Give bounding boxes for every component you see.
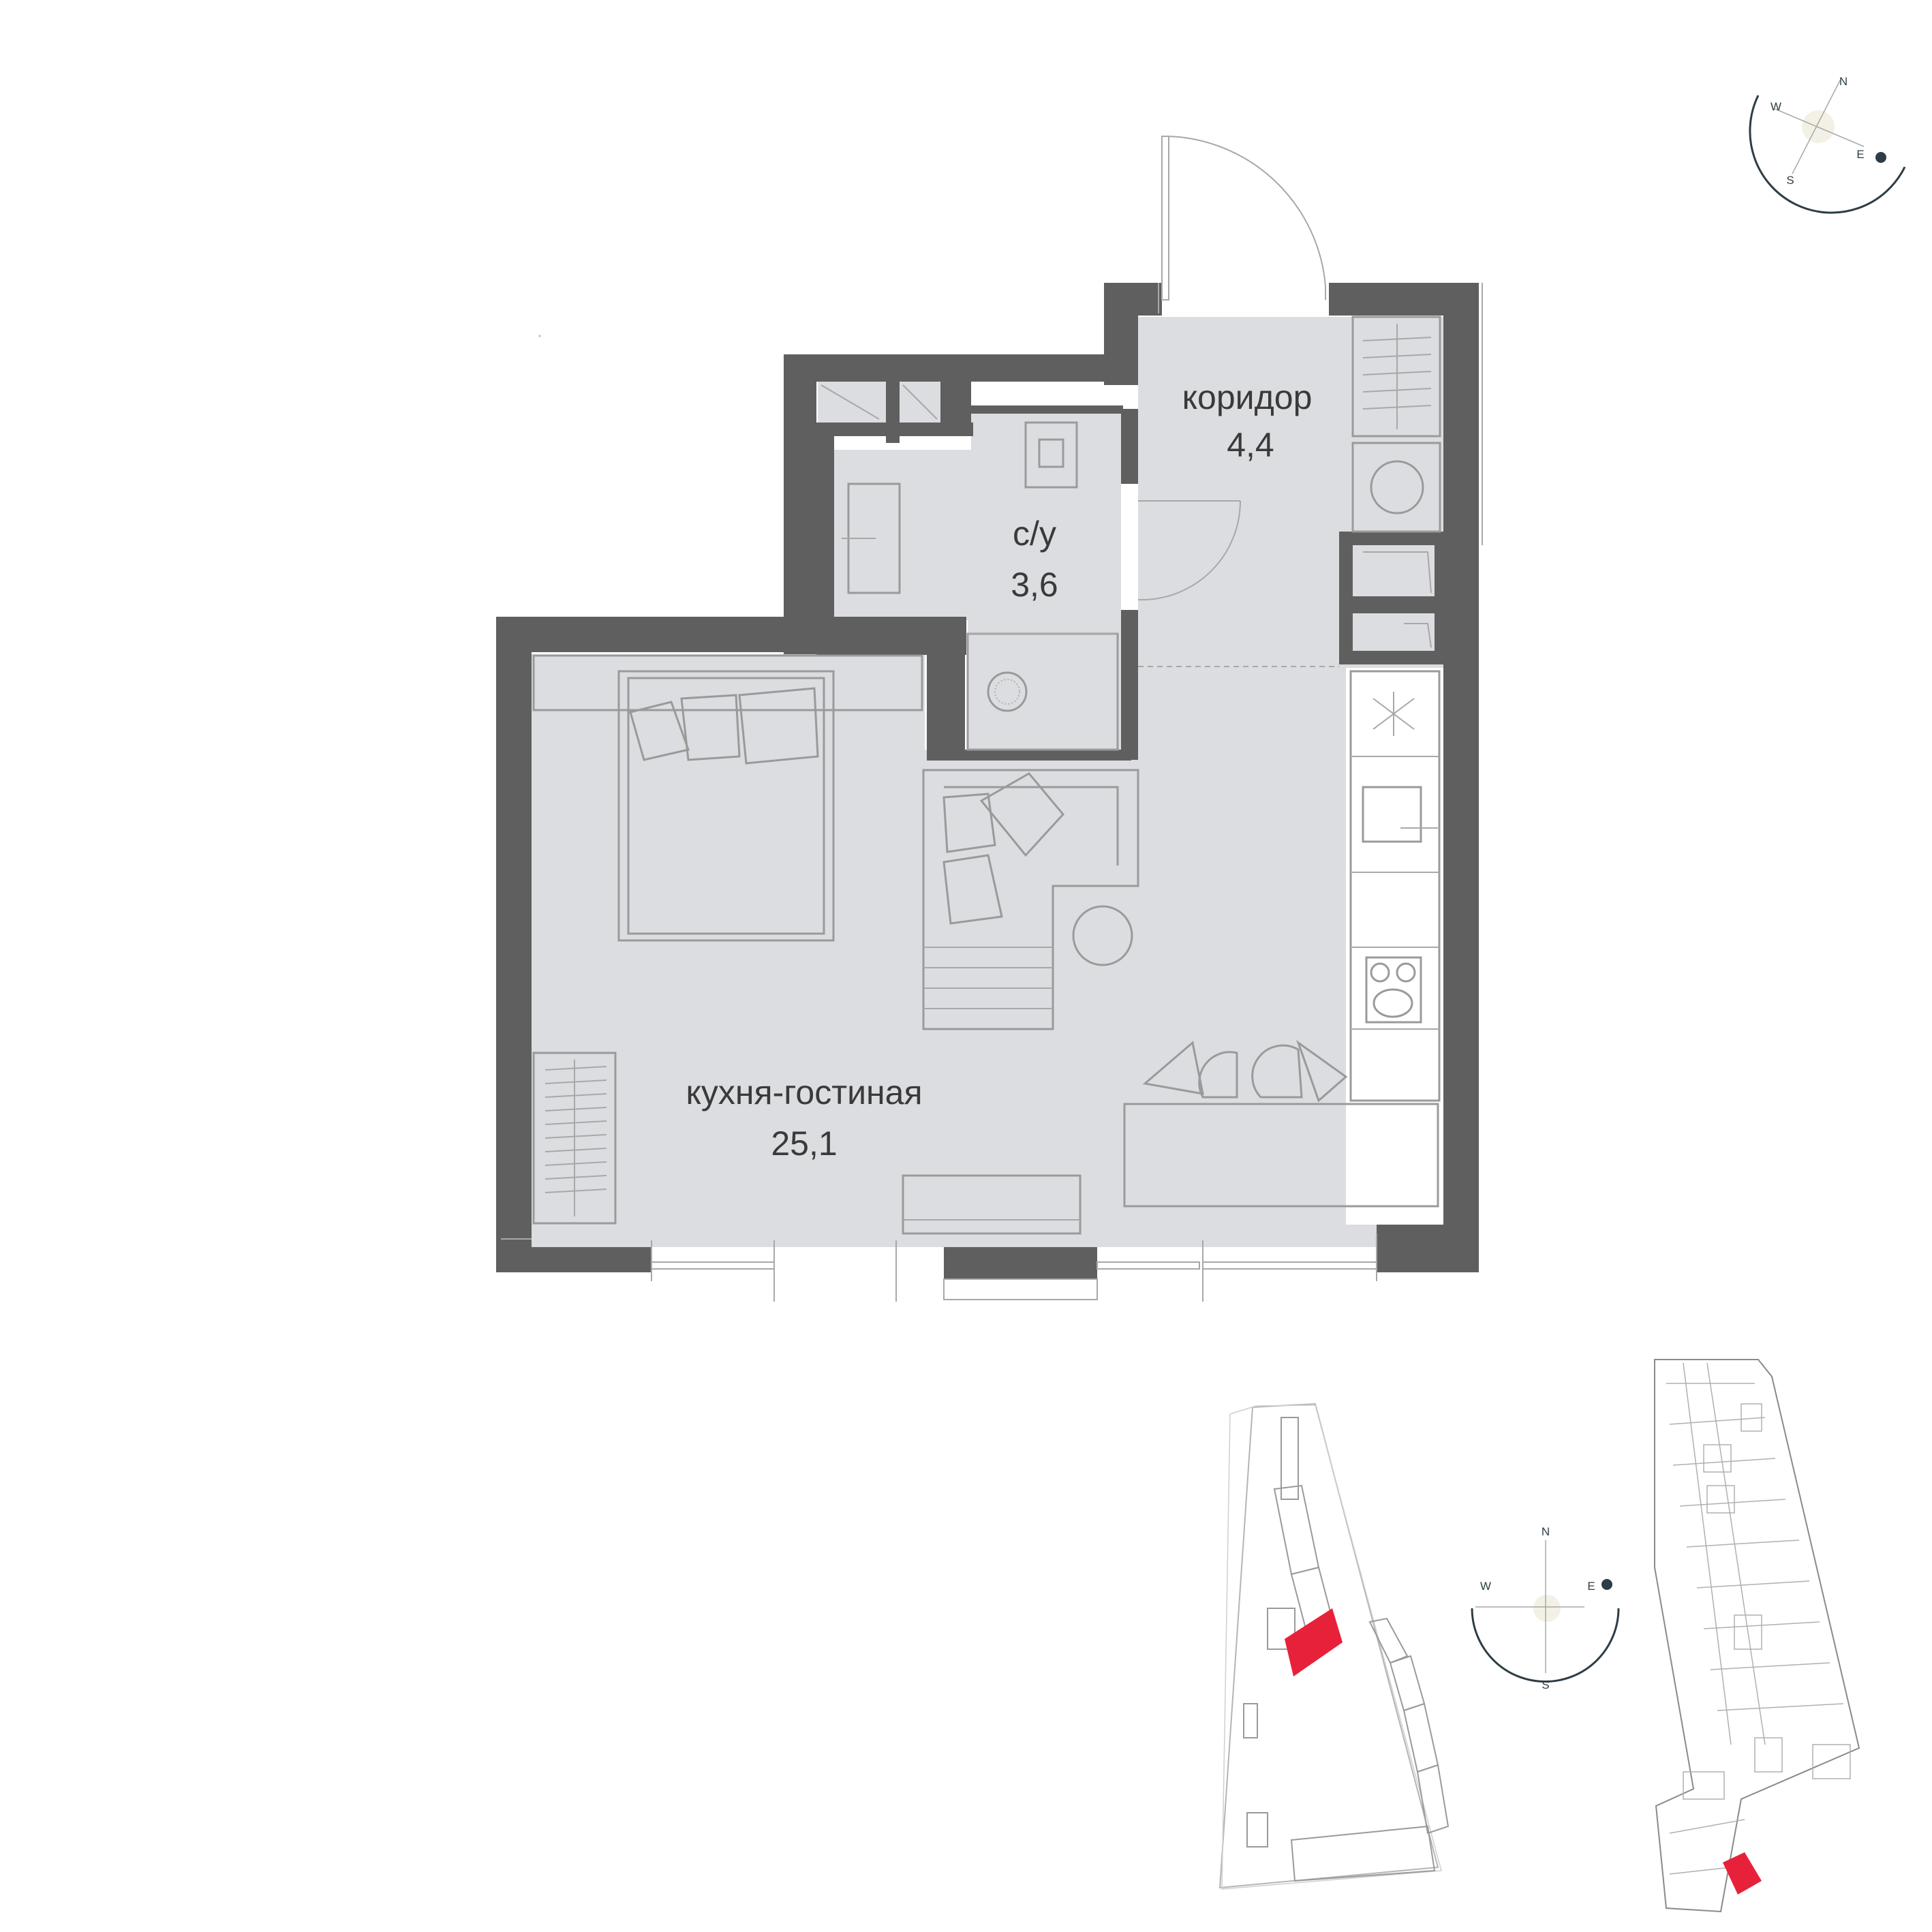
compass-top-e: E (1856, 148, 1864, 161)
wall-bath-inner-left (816, 436, 834, 620)
pillow-3 (738, 687, 819, 765)
room-area-living-kitchen: 25,1 (771, 1124, 837, 1163)
sofa-cushion-2 (979, 772, 1064, 857)
compass-top: N E S W (1749, 75, 1906, 214)
compass-bottom-e: E (1587, 1580, 1595, 1593)
corridor-wardrobe (1351, 316, 1441, 438)
site-plan-floor-apartment-highlight (1723, 1852, 1762, 1895)
door-leaf (1161, 136, 1169, 301)
wall-bath-top (784, 354, 1118, 382)
dining-chair-1 (1142, 1041, 1204, 1095)
tv-stand (902, 1174, 1082, 1235)
window-2 (1097, 1261, 1200, 1270)
bed (617, 670, 835, 942)
sofa-cushion-3 (942, 854, 1003, 925)
floor-areas (532, 317, 1443, 1247)
wall-closet-bottom (816, 423, 973, 436)
washing-machine-drum-icon (1370, 460, 1424, 515)
kitchen-sink (1362, 786, 1422, 843)
corridor-wardrobe-hangers (1362, 337, 1432, 410)
closet-shelf-2 (1353, 613, 1435, 651)
wall-bath-inner-lower (927, 617, 965, 760)
compass-bottom-sun-dot (1601, 1579, 1612, 1590)
wall-left (496, 617, 532, 1247)
wall-bottom-right (1377, 1225, 1479, 1272)
dining-chair-2 (1198, 1051, 1238, 1099)
dining-chair-4 (1296, 1040, 1348, 1103)
kitchen-counter (1349, 670, 1441, 1102)
shower-drain (987, 671, 1028, 712)
bathroom-floor (831, 412, 1121, 750)
wardrobe-left (532, 1052, 617, 1225)
windows (501, 283, 1483, 1302)
wardrobe-left-hangers (545, 1066, 607, 1193)
room-area-corridor: 4,4 (1227, 426, 1274, 464)
compass-top-n: N (1839, 75, 1847, 88)
compass-bottom: N E S W (1471, 1525, 1620, 1691)
wall-bath-right-upper (1121, 409, 1138, 484)
room-name-bathroom: с/у (1013, 515, 1056, 553)
walls (496, 283, 1479, 1279)
wall-closet-right (940, 382, 971, 436)
compass-bottom-w: W (1480, 1580, 1491, 1593)
room-name-corridor: коридор (1182, 378, 1313, 416)
wall-bath-bottom (927, 750, 1131, 761)
pillow-2 (680, 694, 741, 761)
compass-bottom-s: S (1542, 1678, 1549, 1691)
compass-top-sun-dot (1875, 152, 1886, 163)
window-3 (1202, 1261, 1377, 1270)
room-labels: коридор 4,4 с/у 3,6 кухня-гостиная 25,1 (686, 378, 1312, 1163)
wall-entry-top-left (1104, 283, 1162, 316)
wall-left-top (496, 617, 816, 652)
wall-right (1443, 283, 1479, 1230)
balcony-frame (943, 1278, 1098, 1300)
site-plan-apartment-highlight (1285, 1608, 1343, 1676)
toilet (1024, 421, 1078, 489)
wall-closet-top (946, 405, 1123, 414)
fridge-icon (1373, 692, 1415, 736)
living-kitchen-floor (532, 654, 1377, 1247)
coffee-table (1072, 905, 1133, 966)
room-name-living-kitchen: кухня-гостиная (686, 1073, 922, 1111)
closet-shelf-1 (1353, 545, 1435, 596)
dining-table (1123, 1103, 1439, 1208)
pillow-1 (629, 701, 690, 761)
sofa-cushion-1 (942, 793, 996, 853)
furniture (532, 316, 1441, 1235)
bathroom-door (1137, 500, 1241, 601)
window-1 (651, 1261, 775, 1270)
dining-chair-3 (1251, 1044, 1303, 1099)
washing-machine (1351, 442, 1441, 533)
wall-bottom-mid (944, 1247, 1097, 1279)
entry-door (1158, 136, 1326, 313)
sofa (922, 769, 1139, 1030)
compass-bottom-n: N (1542, 1525, 1550, 1538)
cooktop (1365, 956, 1422, 1024)
wall-bottom-left (496, 1247, 651, 1272)
site-plan-floor (1654, 1359, 1860, 1913)
site-plan-complex (1218, 1402, 1450, 1890)
compass-top-s: S (1786, 174, 1794, 187)
bed-headboard (532, 654, 923, 711)
wall-bath-right-lower (1121, 610, 1138, 760)
compass-top-w: W (1770, 100, 1781, 113)
room-area-bathroom: 3,6 (1011, 566, 1058, 604)
wall-bath-left (784, 354, 816, 654)
